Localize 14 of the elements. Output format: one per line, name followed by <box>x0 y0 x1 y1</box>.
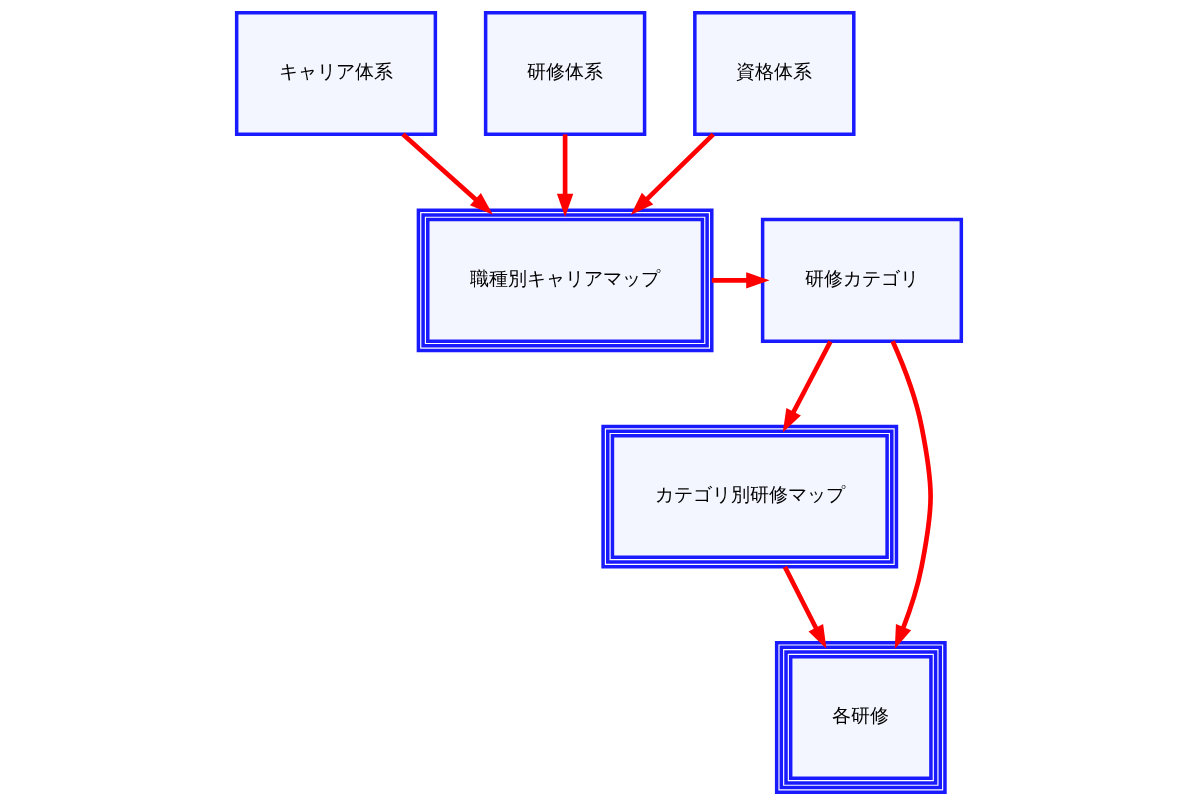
arrow <box>782 340 833 433</box>
arrow <box>401 132 493 215</box>
arrow <box>782 565 827 649</box>
node-box: キャリア体系 <box>234 10 438 136</box>
arrow <box>890 340 933 649</box>
node-box: 研修カテゴリ <box>760 217 964 343</box>
node-box: 資格体系 <box>693 10 856 136</box>
node-box: 各研修 <box>774 640 947 795</box>
node-box: カテゴリ別研修マップ <box>601 424 899 569</box>
node-box: 職種別キャリアマップ <box>416 208 714 353</box>
arrow <box>630 132 715 215</box>
arrow <box>711 272 770 289</box>
node-box: 研修体系 <box>483 10 647 136</box>
arrow <box>556 134 574 218</box>
